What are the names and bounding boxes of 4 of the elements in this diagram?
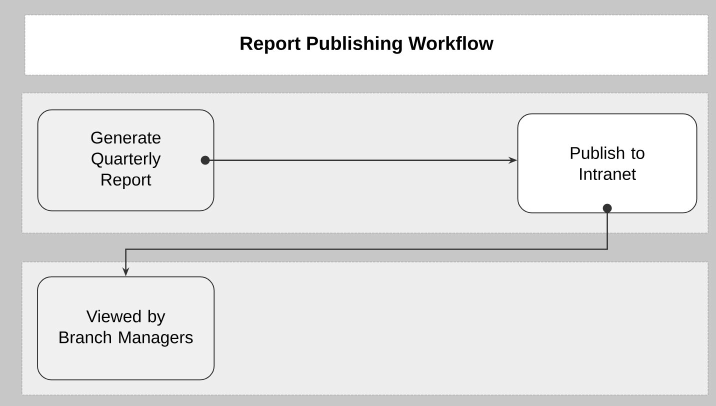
process-box: Viewed by Branch Managers (37, 276, 215, 380)
process-box: Generate Quarterly Report (37, 109, 214, 212)
process-box: Publish to Intranet (517, 113, 698, 214)
title-banner: Report Publishing Workflow (24, 14, 708, 76)
